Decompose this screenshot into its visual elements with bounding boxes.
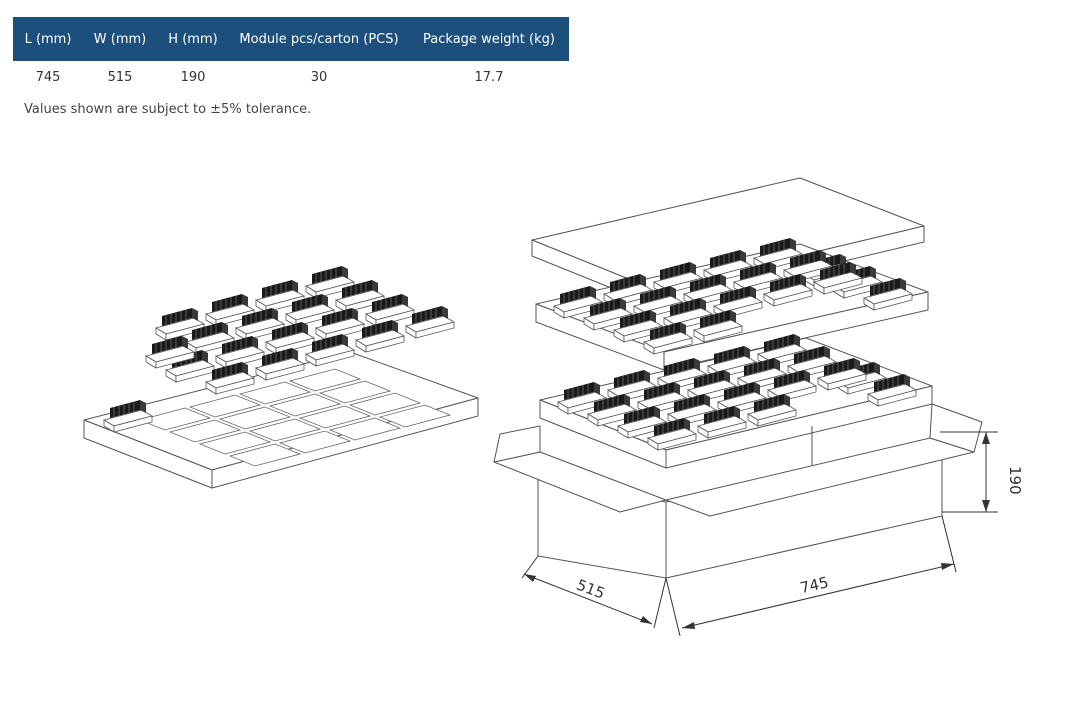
dimension-length: 745 bbox=[665, 515, 957, 637]
left-tray-pockets bbox=[138, 368, 452, 467]
tolerance-note: Values shown are subject to ±5% toleranc… bbox=[24, 102, 312, 117]
header-module-pcs: Module pcs/carton (PCS) bbox=[229, 17, 409, 61]
length-label: 745 bbox=[798, 573, 830, 597]
header-package-weight: Package weight (kg) bbox=[409, 17, 569, 61]
table-header-row: L (mm) W (mm) H (mm) Module pcs/carton (… bbox=[13, 17, 569, 61]
cell-width: 515 bbox=[107, 69, 133, 85]
header-height: H (mm) bbox=[157, 17, 229, 61]
right-carton-group: 515 745 190 bbox=[493, 177, 1024, 637]
dimension-height: 190 bbox=[940, 431, 1024, 513]
table-row: 745 515 190 30 17.7 bbox=[13, 61, 569, 93]
spec-table: L (mm) W (mm) H (mm) Module pcs/carton (… bbox=[13, 17, 569, 93]
cell-height: 190 bbox=[180, 69, 206, 85]
height-label: 190 bbox=[1006, 466, 1024, 495]
left-tray-group bbox=[83, 265, 479, 489]
width-label: 515 bbox=[574, 576, 607, 603]
header-width: W (mm) bbox=[83, 17, 157, 61]
header-length: L (mm) bbox=[13, 17, 83, 61]
carton-flap-back bbox=[929, 403, 983, 453]
cell-length: 745 bbox=[35, 69, 61, 85]
cell-package-weight: 17.7 bbox=[474, 69, 504, 85]
carton-flap-left bbox=[493, 425, 541, 463]
cell-module-pcs: 30 bbox=[310, 69, 328, 85]
